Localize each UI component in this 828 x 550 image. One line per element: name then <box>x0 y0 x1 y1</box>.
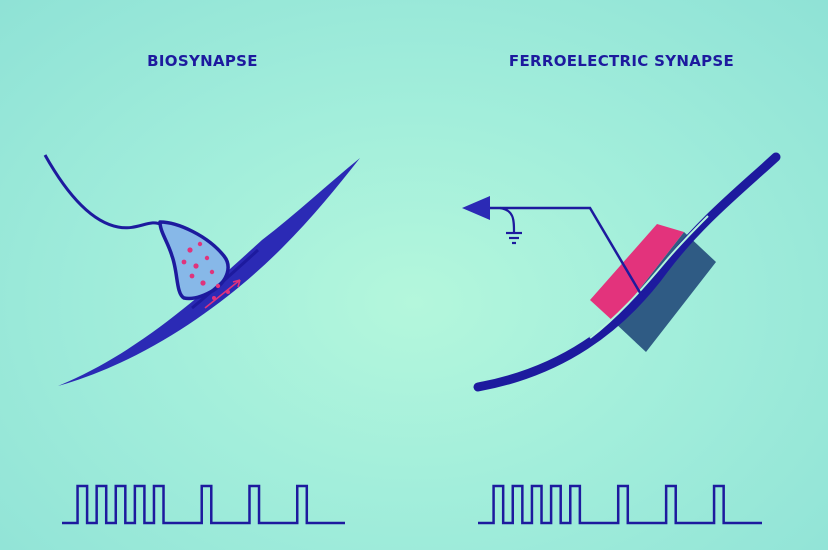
ferroelectric-block-side <box>614 232 716 352</box>
biosynapse-illustration <box>43 154 360 386</box>
biosynapse-title: BIOSYNAPSE <box>147 52 258 70</box>
right-pulse-train <box>478 484 762 525</box>
ferroelectric-synapse-title: FERROELECTRIC SYNAPSE <box>508 52 735 70</box>
ferroelectric-block-front <box>590 224 684 322</box>
ferro-fiber <box>473 152 781 392</box>
readout-line <box>490 206 644 297</box>
ferroelectric-illustration <box>462 152 781 392</box>
axon-fiber <box>43 154 163 230</box>
synaptic-cleft-membrane <box>191 248 260 310</box>
cleft-arrow <box>204 279 241 309</box>
ground-symbol <box>499 206 522 245</box>
neurotransmitter-dots <box>181 241 230 300</box>
left-pulse-train <box>62 484 345 525</box>
output-arrow <box>462 196 490 220</box>
presynaptic-terminal <box>158 220 230 301</box>
ferro-fiber-core <box>589 215 709 339</box>
